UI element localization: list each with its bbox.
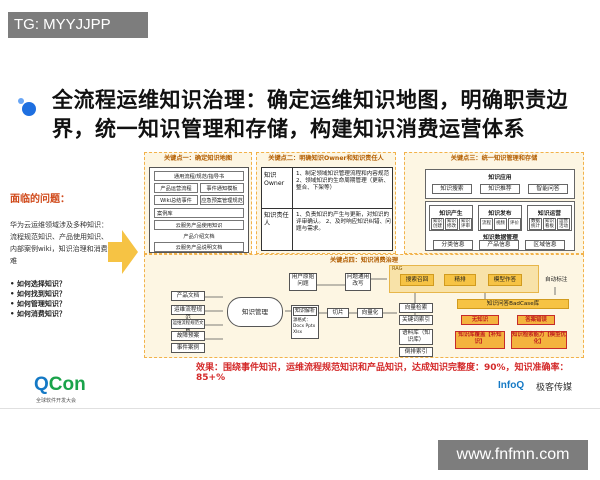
- rag-pipeline: RAG 搜索召回 精排 模型作答: [389, 265, 539, 293]
- knowledge-map-row: 应急预案管理规范: [200, 195, 244, 205]
- qcon-wordmark: QCon: [34, 374, 86, 395]
- question-item: • 如何管理知识？: [10, 300, 66, 308]
- produce-chip: 知识评审: [459, 218, 472, 230]
- knowledge-map-row: 产品介绍文档: [154, 232, 244, 242]
- knowledge-map-row: 通用流程/规范/指导书: [154, 171, 244, 181]
- rewrite-box: 问题通用改写: [345, 273, 371, 291]
- badcase-box: 知识问答BadCase库: [457, 299, 569, 309]
- keyword-index-box: 关键词索引: [399, 315, 433, 325]
- page-title: 全流程运维知识治理：确定运维知识地图，明确职责边界，统一知识管理和存储，构建知识…: [52, 88, 568, 141]
- app-chip: 知识推荐: [480, 184, 520, 194]
- knowledge-mgmt-node: 知识管理: [227, 297, 283, 327]
- key-point-4-title: 关键点四：知识消费治理: [329, 257, 399, 264]
- arrow-right-icon: [108, 230, 138, 274]
- wrong-answer-box: 答案错误: [517, 315, 555, 325]
- data-chip: 产品信息: [479, 240, 519, 250]
- app-chip: 智能问答: [528, 184, 568, 194]
- key-point-3-title: 关键点三：统一知识管理和存储: [450, 155, 538, 162]
- knowledge-map-row: 云服务产品说明文档: [154, 242, 244, 252]
- key-point-3-panel: 关键点三：统一知识管理和存储 知识应用 知识搜索 知识推荐 智能问答 知识产生 …: [404, 152, 584, 254]
- knowledge-map-row: 事件通知模板: [200, 183, 244, 193]
- auto-label-text: 自动标注: [545, 277, 568, 283]
- parse-formats: 源格式：Docx Pptx Xlsx: [293, 318, 316, 335]
- produce-group: 知识产生 知识创建 知识修改 知识评审: [429, 205, 473, 231]
- qcon-logo: QCon 全球软件开发大会: [34, 374, 114, 414]
- infoq-logo: InfoQ 极客传媒: [498, 380, 592, 398]
- ops-chip: 知识看板: [543, 218, 556, 230]
- knowledge-map-row: 产品运营流程: [154, 183, 198, 193]
- knowledge-app-group: 知识应用 知识搜索 知识推荐 智能问答: [425, 169, 575, 199]
- data-chip: 区域信息: [525, 240, 565, 250]
- key-point-2-title: 关键点二：明确知识Owner和知识责任人: [268, 155, 384, 162]
- source-box: 产品文档: [171, 291, 205, 301]
- cut-box: 切片: [327, 308, 349, 318]
- owner-head: 知识Owner: [264, 172, 285, 187]
- parse-label: 知识解析: [293, 307, 317, 316]
- question-item: • 如何选择知识？: [10, 280, 66, 288]
- knowledge-app-title: 知识应用: [488, 175, 512, 181]
- watermark-badge: www.fnfmn.com: [438, 440, 588, 470]
- qcon-subtitle: 全球软件开发大会: [36, 398, 77, 404]
- responsible-head: 知识责任人: [264, 212, 289, 227]
- question-list: • 如何选择知识？ • 如何找到知识？ • 如何管理知识？ • 如何消费知识？: [10, 279, 110, 319]
- parse-box: 知识解析 源格式：Docx Pptx Xlsx: [291, 305, 319, 339]
- ops-chip: 数据统计: [529, 218, 542, 230]
- source-box: 事件案例: [171, 343, 205, 353]
- kb-coverage-box: 知识库覆盖【补知识】: [455, 331, 505, 349]
- model-answer-box: 模型作答: [488, 274, 522, 286]
- publish-title: 知识发布: [488, 211, 512, 217]
- search-recall-box: 搜索召回: [400, 274, 434, 286]
- key-point-4-panel: 关键点四：知识消费治理 产品文档 运维流程规范 运维流程规范文档 故障预案 事件…: [144, 254, 584, 358]
- data-chip: 分类信息: [433, 240, 473, 250]
- owner-table: 知识Owner 1、制定领域知识管理流程和内容规范 2、领域知识的生命周期管理（…: [261, 167, 393, 251]
- title-bullet-icon: [18, 98, 38, 118]
- knowledge-platform-group: 知识产生 知识创建 知识修改 知识评审 知识发布 流程 视频 评价 知识运营 数…: [425, 201, 575, 251]
- infoq-wordmark: InfoQ: [498, 380, 525, 391]
- data-mgmt-group: 知识数据管理 分类信息 产品信息 区域信息: [429, 233, 572, 250]
- publish-chip: 视频: [494, 218, 507, 230]
- app-chip: 知识搜索: [432, 184, 472, 194]
- problem-description: 华为云运维领域涉及多种知识：流程规范知识、产品使用知识、内部案例wiki，知识治…: [10, 221, 108, 265]
- question-item: • 如何消费知识？: [10, 310, 66, 318]
- key-point-1-panel: 关键点一：确定知识地图 通用流程/规范/指导书 产品运营流程 事件通知模板 Wi…: [144, 152, 252, 254]
- produce-chip: 知识创建: [431, 218, 444, 230]
- source-box: 运维流程规范文档: [171, 319, 205, 334]
- inverted-index-box: 倒排索引: [399, 347, 433, 357]
- knowledge-map-row: 案例库: [154, 208, 244, 218]
- produce-chip: 知识修改: [445, 218, 458, 230]
- key-point-2-panel: 关键点二：明确知识Owner和知识责任人 知识Owner 1、制定领域知识管理流…: [256, 152, 396, 254]
- produce-title: 知识产生: [439, 211, 463, 217]
- source-box: 运维流程规范: [171, 305, 205, 321]
- ops-group: 知识运营 数据统计 知识看板 运营活动: [527, 205, 572, 231]
- index-repo-box: 语料库（知识库）: [399, 329, 433, 345]
- knowledge-map-row: 云服务产品使用知识: [154, 220, 244, 230]
- question-item: • 如何找到知识？: [10, 290, 66, 298]
- tg-badge: TG: MYYJJPP: [8, 12, 148, 38]
- publish-chip: 流程: [480, 218, 493, 230]
- vector-retrieve-box: 向量检索: [399, 303, 433, 313]
- key-point-1-title: 关键点一：确定知识地图: [163, 155, 233, 162]
- rag-label: RAG: [392, 266, 403, 272]
- refine-box: 精排: [444, 274, 476, 286]
- knowledge-map-box: 通用流程/规范/指导书 产品运营流程 事件通知模板 Wiki总结事件 应急预案管…: [149, 167, 249, 253]
- source-box: 故障预案: [171, 331, 205, 341]
- user-question-box: 用户原始问题: [289, 273, 317, 291]
- ops-title: 知识运营: [537, 211, 562, 217]
- problem-panel: 面临的问题： 华为云运维领域涉及多种知识：流程规范知识、产品使用知识、内部案例w…: [10, 190, 110, 319]
- responsible-duty: 1、负责知识的产生与更新，对知识的评审确认。 2、及时响应知识纠错、问题与需求。: [296, 212, 391, 232]
- bottom-divider: [0, 408, 600, 409]
- publish-group: 知识发布 流程 视频 评价: [478, 205, 522, 231]
- data-mgmt-title: 知识数据管理: [483, 235, 518, 241]
- owner-duty: 1、制定领域知识管理流程和内容规范 2、领域知识的生命周期管理（更新、整合、下架…: [296, 171, 390, 191]
- retrieval-ability-box: 知识检索能力【模型优化】: [511, 331, 567, 349]
- no-knowledge-box: 无知识: [461, 315, 499, 325]
- vectorize-box: 向量化: [357, 308, 383, 318]
- ops-chip: 运营活动: [557, 218, 570, 230]
- publish-chip: 评价: [508, 218, 521, 230]
- infoq-cn-text: 极客传媒: [536, 383, 573, 393]
- knowledge-map-row: Wiki总结事件: [154, 195, 198, 205]
- effect-summary: 效果：围绕事件知识，运维流程规范知识和产品知识，达成知识完整度：90%，知识准确…: [196, 363, 569, 383]
- problem-title: 面临的问题：: [10, 194, 70, 205]
